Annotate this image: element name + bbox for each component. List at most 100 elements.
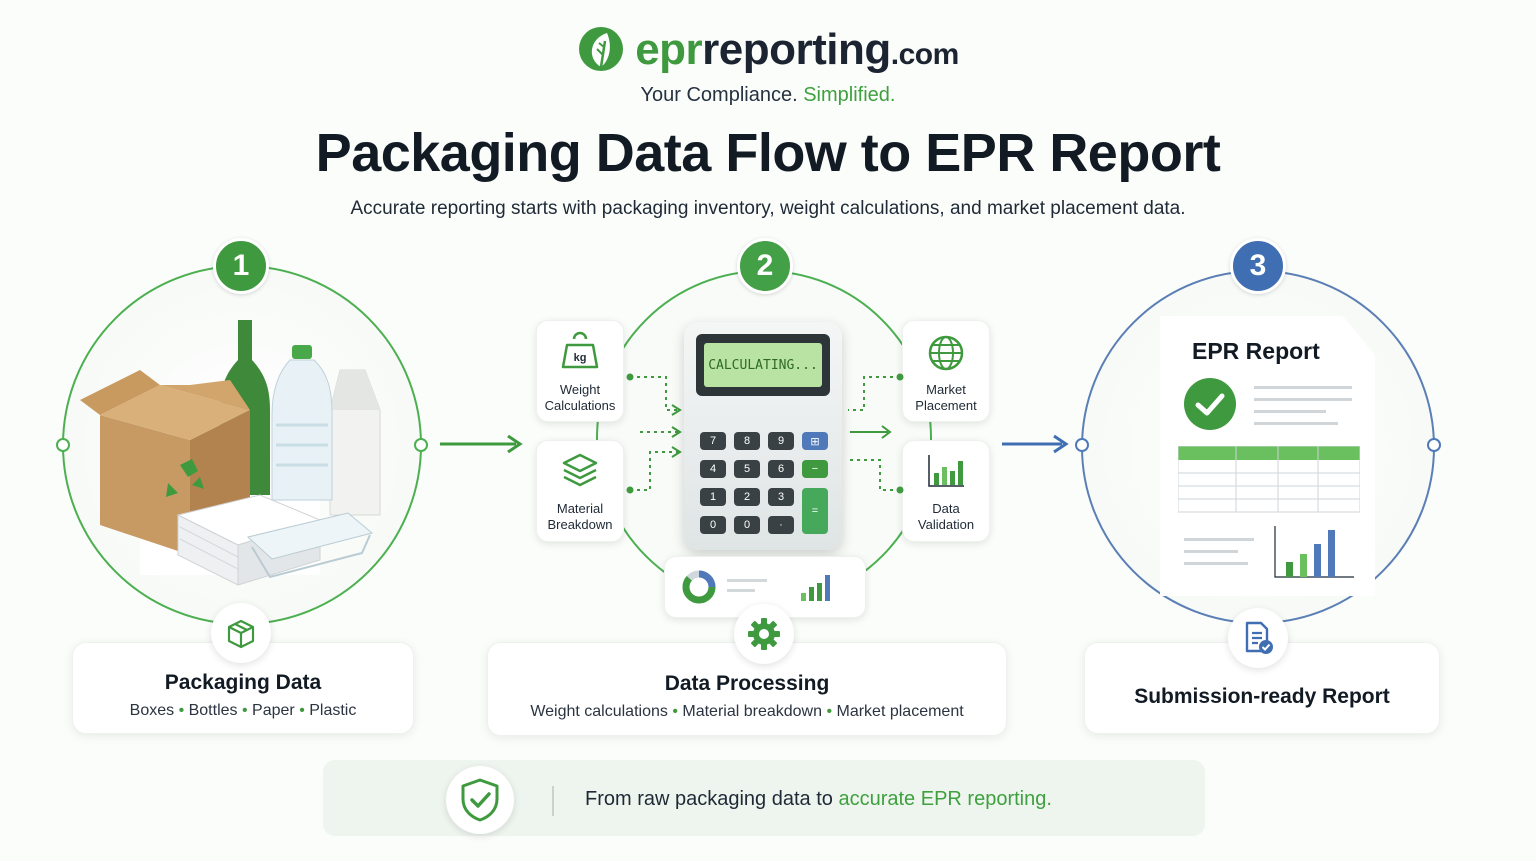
step-1-number: 1	[213, 238, 269, 294]
arrow-step2-to-step3	[1002, 434, 1069, 454]
step-2-number: 2	[737, 238, 793, 294]
globe-icon	[928, 335, 964, 371]
page-title: Packaging Data Flow to EPR Report	[315, 123, 1221, 183]
market-label-line1: Market	[926, 382, 966, 397]
item-material-breakdown: Material breakdown	[682, 703, 822, 720]
report-text-line	[1184, 538, 1254, 541]
calculator-display: CALCULATING...	[704, 343, 822, 387]
processing-connectors	[626, 373, 904, 494]
tagline-highlight: Simplified.	[803, 84, 896, 106]
packaging-illustration	[80, 320, 381, 586]
calc-key-0b: 0	[734, 516, 760, 534]
page-subtitle: Accurate reporting starts with packaging…	[350, 198, 1186, 219]
calc-key-minus: −	[802, 460, 828, 478]
step-3-left-connector	[1075, 438, 1089, 452]
report-table	[1178, 446, 1360, 513]
item-boxes: Boxes	[129, 702, 175, 719]
calc-key-5: 5	[734, 460, 760, 478]
check-circle-icon	[1184, 378, 1236, 430]
calc-key-dot: ·	[768, 516, 794, 534]
calc-key-equals: =	[802, 488, 828, 534]
report-text-line	[1254, 398, 1352, 401]
donut-chart-icon	[682, 570, 716, 604]
data-processing-title: Data Processing	[664, 672, 830, 695]
banner-highlight: accurate EPR reporting.	[838, 788, 1052, 810]
report-text-line	[1254, 410, 1326, 413]
report-check-icon	[1228, 608, 1288, 668]
report-text-line	[1184, 550, 1238, 553]
material-label-line1: Material	[556, 501, 604, 516]
calc-key-7: 7	[700, 432, 726, 450]
brand-part-tld: .com	[890, 38, 960, 71]
arrow-step1-to-step2	[440, 434, 523, 454]
calc-key-grid: ⊞	[802, 432, 828, 450]
step-1-left-connector	[56, 438, 70, 452]
package-box-icon	[211, 603, 271, 663]
market-label-line2: Placement	[915, 398, 977, 413]
shield-check-icon	[446, 766, 514, 834]
calculator-output-arrow	[850, 425, 892, 439]
brand-logo: eprreporting.com	[0, 18, 1536, 82]
calc-key-8: 8	[734, 432, 760, 450]
calc-key-1: 1	[700, 488, 726, 506]
packaging-data-items: Boxes • Bottles • Paper • Plastic	[129, 702, 357, 719]
bar-chart-icon	[928, 455, 964, 487]
calc-key-6: 6	[768, 460, 794, 478]
data-processing-items: Weight calculations • Material breakdown…	[530, 703, 964, 720]
tagline: Your Compliance. Simplified.	[0, 84, 1536, 107]
gear-icon	[734, 604, 794, 664]
brand-part-epr: epr	[635, 25, 703, 74]
weight-label-line2: Calculations	[544, 398, 616, 413]
report-text-line	[1254, 422, 1338, 425]
calc-key-3: 3	[768, 488, 794, 506]
scale-kg-icon: kg	[561, 331, 599, 369]
brand-part-reporting: reporting	[702, 25, 891, 74]
data-processing-card: Data Processing Weight calculations • Ma…	[487, 642, 1007, 736]
validation-label-line2: Validation	[917, 517, 975, 532]
validation-label-line1: Data	[932, 501, 960, 516]
epr-report-document: EPR Report	[1160, 316, 1375, 596]
report-text-line	[1254, 386, 1352, 389]
bar-chart-icon	[801, 575, 830, 601]
dashboard-line-2	[727, 589, 755, 592]
calc-key-0: 0	[700, 516, 726, 534]
item-plastic: Plastic	[309, 702, 357, 719]
calc-key-9: 9	[768, 432, 794, 450]
item-paper: Paper	[252, 702, 295, 719]
weight-label-line1: Weight	[559, 382, 601, 397]
calc-key-4: 4	[700, 460, 726, 478]
step-3-right-connector	[1427, 438, 1441, 452]
step-1-right-connector	[414, 438, 428, 452]
calculator-screen: CALCULATING...	[696, 334, 830, 396]
calculator: CALCULATING... 7 8 9 ⊞ 4 5 6 − 1 2 3 = 0…	[684, 322, 842, 550]
layers-icon	[562, 453, 598, 487]
packaging-data-title: Packaging Data	[164, 671, 322, 694]
banner-prefix: From raw packaging data to	[585, 788, 839, 810]
report-bar-chart	[1274, 526, 1354, 578]
kg-text: kg	[574, 352, 587, 364]
packaging-data-card: Packaging Data Boxes • Bottles • Paper •…	[72, 642, 414, 734]
step-3-number: 3	[1230, 238, 1286, 294]
banner-divider	[552, 786, 554, 816]
leaf-logo-icon	[579, 27, 624, 71]
tagline-prefix: Your Compliance.	[640, 84, 798, 106]
calc-key-2: 2	[734, 488, 760, 506]
dashboard-line-1	[727, 579, 767, 582]
item-bottles: Bottles	[188, 702, 238, 719]
item-weight-calculations: Weight calculations	[530, 703, 668, 720]
material-label-line2: Breakdown	[547, 517, 613, 532]
brand-name: eprreporting.com	[635, 25, 959, 75]
report-title: EPR Report	[1192, 338, 1320, 364]
report-text-line	[1184, 562, 1248, 565]
banner-text: From raw packaging data to accurate EPR …	[585, 788, 1052, 811]
item-market-placement: Market placement	[836, 703, 964, 720]
submission-report-title: Submission-ready Report	[1134, 685, 1390, 708]
